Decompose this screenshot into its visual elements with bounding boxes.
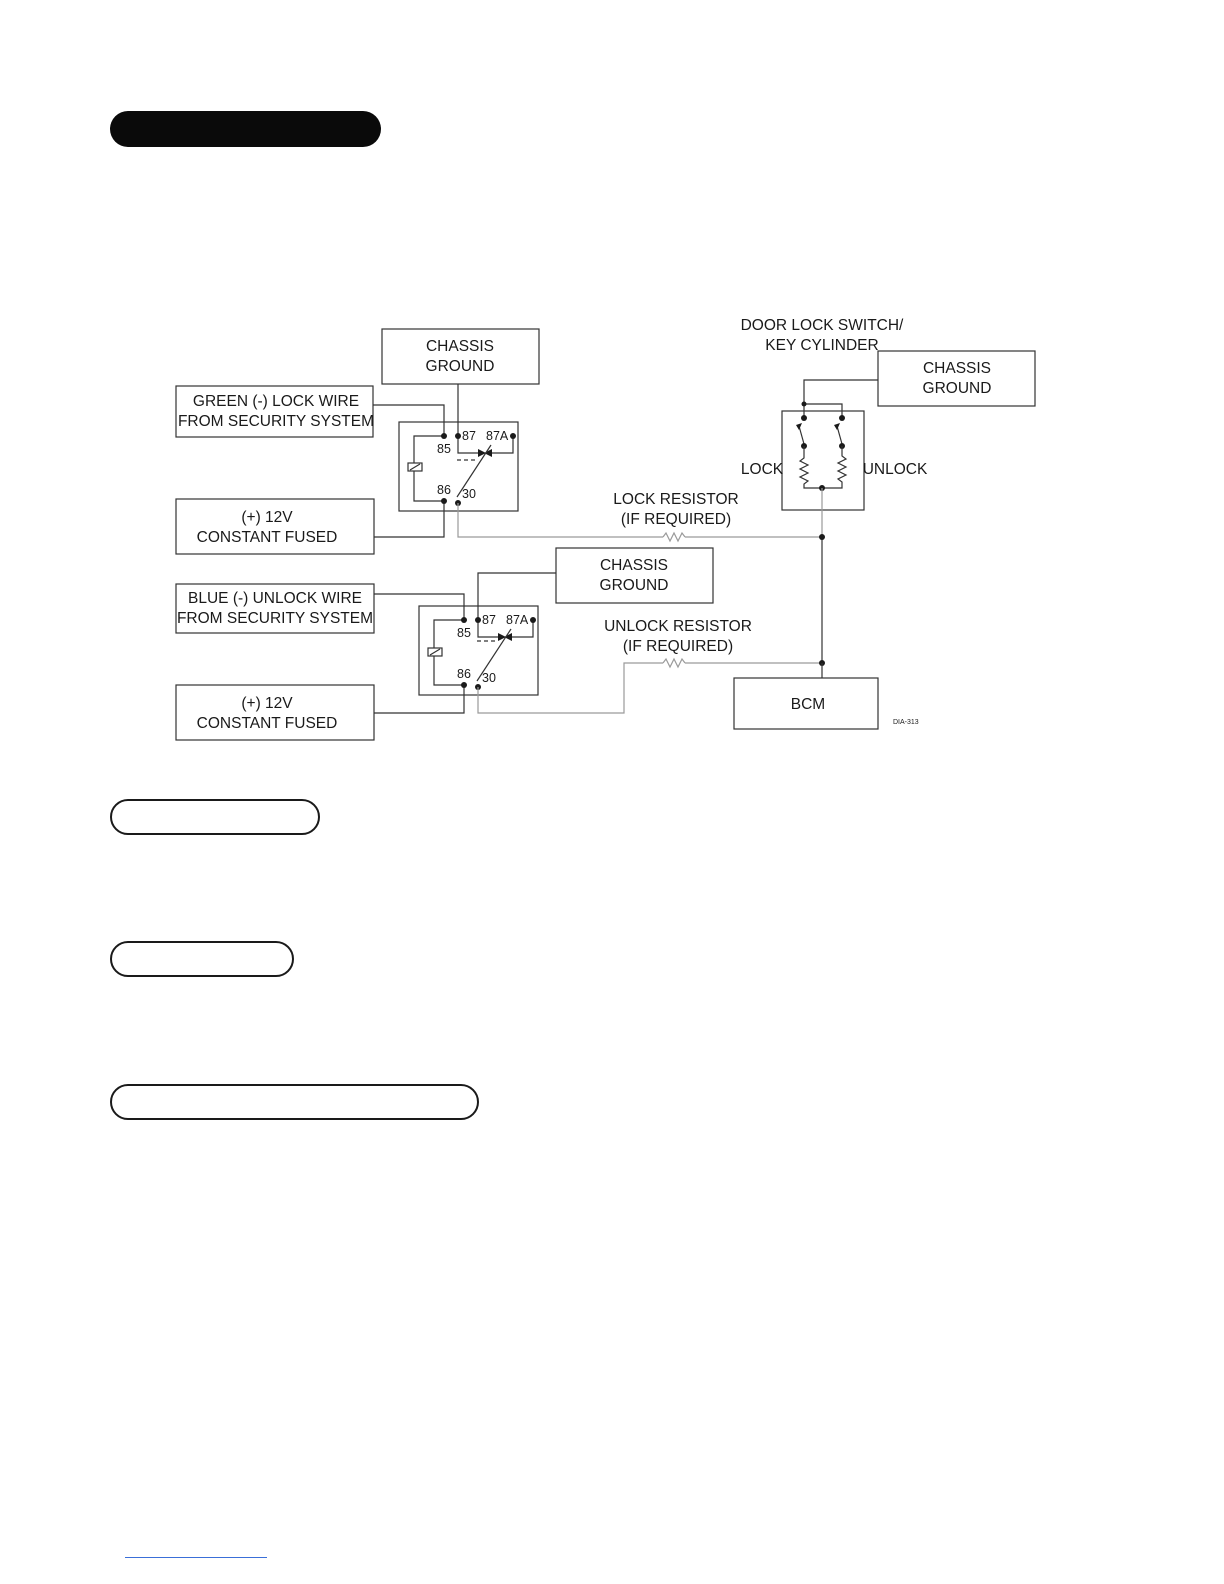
bcm-box: [733, 677, 879, 730]
bcm-label: BCM: [791, 696, 825, 713]
section-header-1: [110, 111, 381, 147]
switch-lock-label: LOCK: [741, 461, 784, 478]
top-pin-30: 30: [462, 487, 476, 501]
bottom-chassis-ground-box: [555, 547, 714, 604]
section-header-3: [110, 941, 294, 977]
figure-id: DIA-313: [893, 719, 919, 726]
top-power-line1: (+) 12V: [241, 509, 293, 526]
section-header-4: [110, 1084, 479, 1120]
top-chassis-ground-box: [381, 328, 540, 385]
green-lock-wire-line1: GREEN (-) LOCK WIRE: [193, 393, 359, 410]
door-lock-switch-title-line2: KEY CYLINDER: [765, 337, 878, 354]
switch-chassis-ground-line1: CHASSIS: [923, 360, 991, 377]
section-header-2: [110, 799, 320, 835]
blue-unlock-wire-line2: FROM SECURITY SYSTEM: [177, 610, 373, 627]
bottom-power-line1: (+) 12V: [241, 695, 293, 712]
unlock-resistor-line2: (IF REQUIRED): [623, 638, 733, 655]
top-chassis-ground-line1: CHASSIS: [426, 338, 494, 355]
door-lock-switch-internals: [796, 379, 878, 678]
bottom-pin-87a: 87A: [506, 613, 529, 627]
switch-unlock-label: UNLOCK: [863, 461, 928, 478]
switch-chassis-ground-line2: GROUND: [923, 380, 992, 397]
bottom-relay-internals: [374, 572, 556, 714]
blue-unlock-wire-box: [175, 583, 375, 634]
top-power-line2: CONSTANT FUSED: [197, 529, 338, 546]
footer-link[interactable]: [125, 1557, 267, 1558]
bottom-pin-30: 30: [482, 671, 496, 685]
door-lock-switch-body: [781, 410, 865, 511]
unlock-output-wire: [477, 657, 822, 714]
top-relay-internals: [373, 384, 516, 538]
top-pin-85: 85: [437, 442, 451, 456]
bottom-chassis-ground-line2: GROUND: [600, 577, 669, 594]
lock-resistor-line1: LOCK RESISTOR: [613, 491, 738, 508]
green-lock-wire-line2: FROM SECURITY SYSTEM: [178, 413, 374, 430]
top-pin-87: 87: [462, 429, 476, 443]
lock-resistor-line2: (IF REQUIRED): [621, 511, 731, 528]
bottom-pin-85: 85: [457, 626, 471, 640]
top-power-box: [175, 498, 375, 555]
bottom-pin-86: 86: [457, 667, 471, 681]
unlock-resistor-line1: UNLOCK RESISTOR: [604, 618, 752, 635]
bottom-power-box: [175, 684, 375, 741]
door-lock-switch-title-line1: DOOR LOCK SWITCH/: [741, 317, 904, 334]
bottom-power-line2: CONSTANT FUSED: [197, 715, 338, 732]
wiring-diagram: CHASSIS GROUND GREEN (-) LOCK WIRE FROM …: [175, 317, 1036, 741]
bottom-chassis-ground-line1: CHASSIS: [600, 557, 668, 574]
top-pin-87a: 87A: [486, 429, 509, 443]
bottom-pin-87: 87: [482, 613, 496, 627]
blue-unlock-wire-line1: BLUE (-) UNLOCK WIRE: [188, 590, 362, 607]
lock-output-wire: [457, 503, 822, 543]
green-lock-wire-box: [175, 385, 374, 438]
switch-chassis-ground-box: [877, 350, 1036, 407]
top-chassis-ground-line2: GROUND: [426, 358, 495, 375]
top-pin-86: 86: [437, 483, 451, 497]
